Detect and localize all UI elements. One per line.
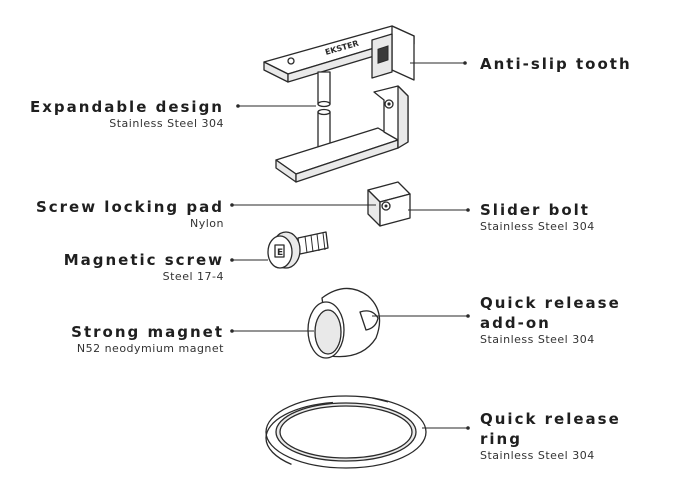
label-title: Slider bolt — [480, 201, 590, 219]
label-magnetic-screw: Magnetic screw Steel 17-4 — [64, 250, 224, 284]
label-anti-slip-tooth: Anti-slip tooth — [480, 54, 632, 74]
label-title-line2: add-on — [480, 314, 551, 332]
label-quick-release-ring: Quick release ring Stainless Steel 304 — [480, 409, 621, 463]
label-material: Stainless Steel 304 — [109, 117, 224, 130]
label-title-line1: Quick release — [480, 294, 621, 312]
label-strong-magnet: Strong magnet N52 neodymium magnet — [71, 322, 224, 356]
label-slider-bolt: Slider bolt Stainless Steel 304 — [480, 200, 595, 234]
label-title-line1: Quick release — [480, 410, 621, 428]
label-material: Nylon — [190, 217, 224, 230]
slider-bolt-part — [367, 181, 411, 227]
leader-lines — [230, 61, 470, 430]
magnetic-screw-part: E — [267, 231, 329, 269]
rods — [317, 71, 331, 153]
label-material: Stainless Steel 304 — [480, 220, 595, 233]
clamp-bottom-part — [275, 85, 409, 183]
label-screw-locking-pad: Screw locking pad Nylon — [36, 197, 224, 231]
svg-text:E: E — [277, 248, 283, 258]
label-material: Steel 17-4 — [162, 270, 224, 283]
label-title: Strong magnet — [71, 323, 224, 341]
label-title: Expandable design — [30, 98, 224, 116]
quick-release-addon-part — [307, 287, 381, 359]
label-material: Stainless Steel 304 — [480, 449, 595, 462]
label-expandable-design: Expandable design Stainless Steel 304 — [30, 97, 224, 131]
label-material: Stainless Steel 304 — [480, 333, 595, 346]
label-title: Screw locking pad — [35, 198, 224, 216]
label-quick-release-addon: Quick release add-on Stainless Steel 304 — [480, 293, 621, 347]
label-title: Magnetic screw — [63, 251, 224, 269]
label-material: N52 neodymium magnet — [76, 342, 224, 355]
clamp-top-part: EKSTER — [263, 25, 415, 83]
label-title-line2: ring — [480, 430, 522, 448]
label-title: Anti-slip tooth — [480, 55, 632, 73]
quick-release-ring-part — [265, 395, 427, 475]
